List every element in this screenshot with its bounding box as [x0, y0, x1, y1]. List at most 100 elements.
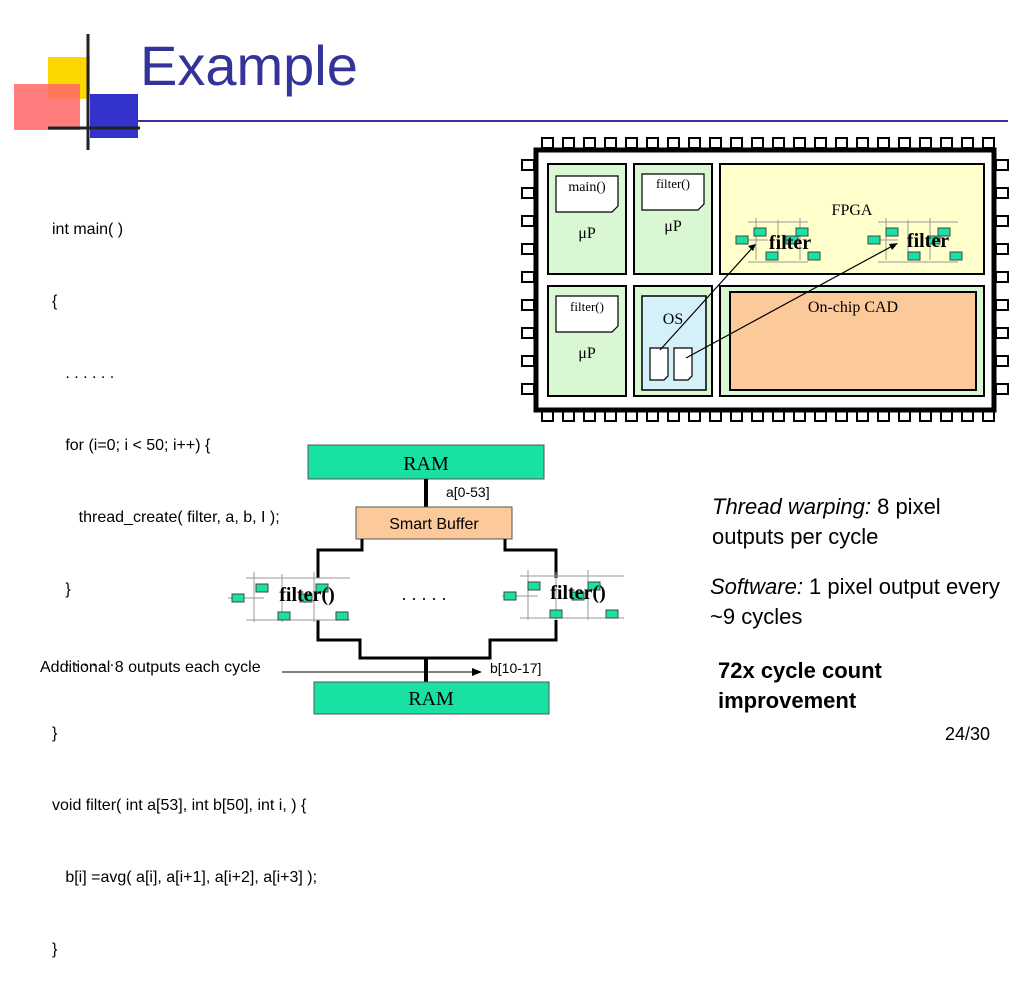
chip-pin	[521, 243, 535, 255]
fpga-circuit-right	[867, 218, 963, 263]
chip-pins	[521, 137, 1009, 422]
code-line: b[i] =avg( a[i], a[i+1], a[i+2], a[i+3] …	[52, 869, 318, 886]
chip-pin	[772, 137, 785, 149]
chip-pin	[995, 187, 1009, 199]
chip-pin	[521, 187, 535, 199]
thread-warping-text: 8 pixel outputs per cycle	[712, 494, 941, 549]
b-range-label: b[10-17]	[490, 660, 541, 676]
filters-merge-line	[316, 620, 558, 660]
chip-pin	[521, 271, 535, 283]
chip-pin	[646, 137, 659, 149]
datapath-filter-right-circuit	[502, 570, 624, 620]
fpga-filter-1: filter	[769, 232, 811, 254]
code-line: int main( )	[52, 221, 124, 238]
os-label: OS	[663, 311, 683, 328]
arrow-os-to-filter-1	[659, 245, 755, 351]
chip-pin	[541, 137, 554, 149]
code-line: for (i=0; i < 50; i++) {	[52, 437, 211, 454]
datapath-filter-right: filter()	[550, 582, 606, 604]
chip-pin	[877, 137, 890, 149]
cpu-3-label: μP	[578, 345, 596, 362]
datapath-filter-left-circuit	[228, 572, 350, 622]
chip-pin	[604, 137, 617, 149]
chip-pin	[940, 137, 953, 149]
doc-tag-filter-2	[641, 173, 705, 211]
chip-pin	[961, 137, 974, 149]
chip-pin	[709, 137, 722, 149]
doc-tag-filter-3	[555, 295, 619, 333]
fpga-block	[719, 163, 985, 275]
code-line: thread_create( filter, a, b, I );	[52, 509, 280, 526]
chip-pin	[793, 137, 806, 149]
thread-warping-note: Thread warping: 8 pixel outputs per cycl…	[712, 492, 1002, 552]
slide-title: Example	[140, 34, 358, 97]
title-underline	[138, 120, 1008, 122]
chip-pin	[688, 137, 701, 149]
chip-pin	[667, 137, 680, 149]
chip-pin	[521, 215, 535, 227]
os-doc-2	[673, 347, 693, 381]
code-line: }	[52, 725, 58, 742]
chip-pin	[751, 137, 764, 149]
chip-pin	[856, 137, 869, 149]
buffer-to-right-line	[503, 539, 558, 578]
fpga-filter-2: filter	[907, 230, 949, 252]
thread-warping-label: Thread warping:	[712, 494, 871, 519]
os-doc-1	[649, 347, 669, 381]
a-range-label: a[0-53]	[446, 484, 490, 500]
chip-pin	[919, 137, 932, 149]
datapath-ellipsis: . . . . .	[401, 584, 446, 604]
cycle-improvement-note: 72x cycle count improvement	[718, 658, 882, 713]
chip-pin	[995, 159, 1009, 171]
arrow-os-to-filter-2	[685, 243, 897, 359]
fpga-circuit-left	[735, 218, 821, 263]
chip-pin	[982, 137, 995, 149]
code-line: }	[52, 581, 71, 598]
fpga-label: FPGA	[832, 202, 873, 219]
chip-pin	[583, 137, 596, 149]
doc-tag-main	[555, 175, 619, 213]
code-line: {	[52, 293, 58, 310]
datapath-filter-left: filter()	[279, 584, 335, 606]
cad-label: On-chip CAD	[808, 299, 898, 316]
chip-pin	[995, 243, 1009, 255]
ram-top	[307, 444, 545, 480]
cpu-1-label: μP	[578, 225, 596, 242]
ram-bottom-label: RAM	[408, 688, 454, 710]
additional-outputs-note: Additional 8 outputs each cycle	[40, 659, 261, 676]
chip-pin	[625, 137, 638, 149]
page-number: 24/30	[944, 724, 990, 744]
cpu-3-tag: filter()	[570, 299, 604, 314]
chip-pin	[995, 271, 1009, 283]
ram-top-label: RAM	[403, 453, 449, 475]
chip-pin	[814, 137, 827, 149]
chip-pin	[521, 159, 535, 171]
chip-pin	[730, 137, 743, 149]
cpu-1-tag: main()	[568, 180, 606, 195]
chip-pin	[995, 383, 1009, 395]
ram-bottom	[313, 681, 550, 715]
software-label: Software:	[710, 574, 803, 599]
corner-logo	[14, 34, 140, 150]
smart-buffer	[355, 506, 513, 540]
code-line: void filter( int a[53], int b[50], int i…	[52, 797, 307, 814]
chip-pin	[521, 327, 535, 339]
cpu-2-tag: filter()	[656, 176, 690, 191]
chip-pin	[995, 299, 1009, 311]
chip-pin	[995, 215, 1009, 227]
code-line: }	[52, 941, 58, 958]
chip-pin	[521, 299, 535, 311]
code-line: . . . . . .	[52, 653, 115, 670]
software-text: 1 pixel output every ~9 cycles	[710, 574, 1000, 629]
smart-buffer-label: Smart Buffer	[389, 516, 479, 533]
buffer-to-left-line	[316, 539, 364, 578]
chip-pin	[835, 137, 848, 149]
chip-diagram: main() μP filter() μP filter() μP OS FPG…	[228, 137, 1009, 715]
cpu-2-label: μP	[664, 218, 682, 235]
chip-pin	[562, 137, 575, 149]
chip-pin	[521, 355, 535, 367]
cad-block	[729, 291, 977, 391]
code-line: . . . . . .	[52, 365, 115, 382]
chip-pin	[521, 383, 535, 395]
chip-pin	[898, 137, 911, 149]
